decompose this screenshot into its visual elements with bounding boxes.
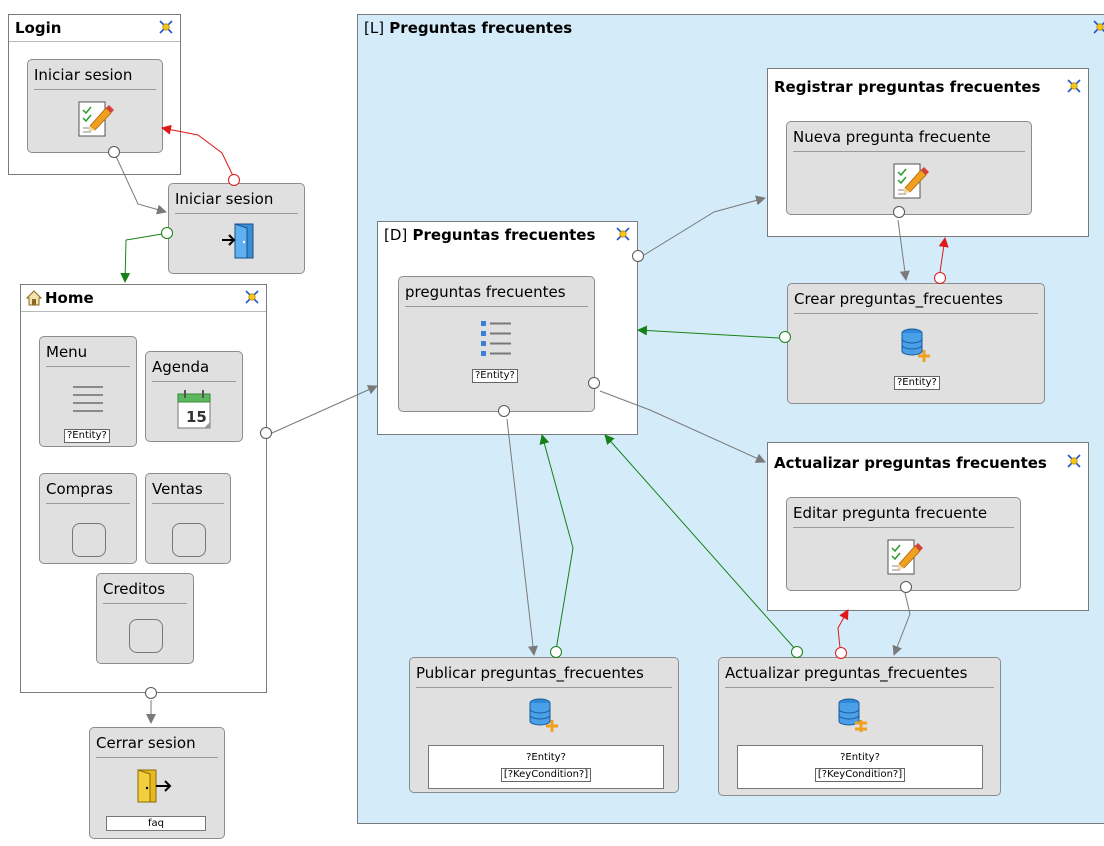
pin-icon bbox=[1066, 453, 1082, 469]
default-page-title-text: Preguntas frecuentes bbox=[412, 226, 596, 244]
calendar-day: 15 bbox=[186, 408, 207, 426]
entry-form-icon bbox=[78, 101, 115, 137]
unit-title: preguntas frecuentes bbox=[405, 283, 588, 307]
generic-unit-icon bbox=[129, 619, 163, 653]
default-page-prefix: [D] bbox=[384, 226, 408, 244]
unit-title: Compras bbox=[46, 480, 130, 504]
unit-title: Editar pregunta frecuente bbox=[793, 504, 1014, 528]
publicar-preguntas-operation[interactable]: Publicar preguntas_frecuentes ?Entity? [… bbox=[409, 657, 679, 793]
link-port bbox=[632, 250, 644, 262]
compras-unit[interactable]: Compras bbox=[39, 473, 137, 564]
unit-title: Agenda bbox=[152, 358, 236, 382]
entity-key-box: ?Entity? [?KeyCondition?] bbox=[737, 745, 983, 789]
link-port bbox=[145, 687, 157, 699]
create-db-icon bbox=[901, 328, 930, 362]
iniciar-sesion-entry-unit[interactable]: Iniciar sesion bbox=[27, 59, 163, 153]
link-port bbox=[893, 206, 905, 218]
unit-title: Iniciar sesion bbox=[34, 66, 156, 90]
ko-port bbox=[934, 272, 946, 284]
link-port bbox=[260, 427, 272, 439]
menu-unit[interactable]: Menu ?Entity? bbox=[39, 336, 137, 447]
index-list-icon bbox=[481, 321, 511, 356]
crear-preguntas-operation[interactable]: Crear preguntas_frecuentes ?Entity? bbox=[787, 283, 1045, 404]
cerrar-sesion-operation[interactable]: Cerrar sesion faq bbox=[89, 727, 225, 839]
operation-title: Cerrar sesion bbox=[96, 734, 218, 758]
unit-title: Creditos bbox=[103, 580, 187, 604]
home-page[interactable]: Home Menu ?Entity? Agenda 15 Compras Ven… bbox=[20, 284, 267, 693]
editar-pregunta-entry-unit[interactable]: Editar pregunta frecuente bbox=[786, 497, 1021, 591]
default-preguntas-page[interactable]: [D] Preguntas frecuentes preguntas frecu… bbox=[377, 221, 638, 435]
registrar-preguntas-page[interactable]: Registrar preguntas frecuentes Nueva pre… bbox=[767, 68, 1089, 237]
ok-link-to-home bbox=[120, 233, 163, 283]
nueva-pregunta-entry-unit[interactable]: Nueva pregunta frecuente bbox=[786, 121, 1032, 215]
pin-icon bbox=[1092, 19, 1104, 35]
login-page[interactable]: Login Iniciar sesion bbox=[8, 14, 181, 175]
login-door-icon bbox=[222, 223, 254, 259]
unit-title: Menu bbox=[46, 343, 130, 367]
creditos-unit[interactable]: Creditos bbox=[96, 573, 194, 664]
link-port bbox=[900, 581, 912, 593]
preguntas-index-unit[interactable]: preguntas frecuentes ?Entity? bbox=[398, 276, 595, 412]
operation-title: Actualizar preguntas_frecuentes bbox=[725, 664, 994, 688]
link-port bbox=[108, 146, 120, 158]
entity-tag: ?Entity? bbox=[894, 376, 940, 390]
key-condition-label: [?KeyCondition?] bbox=[500, 768, 592, 782]
home-page-title: Home bbox=[21, 285, 266, 312]
link-port bbox=[588, 377, 600, 389]
home-icon bbox=[26, 290, 42, 306]
area-title: [L] Preguntas frecuentes bbox=[358, 15, 1104, 41]
iniciar-sesion-operation[interactable]: Iniciar sesion bbox=[168, 183, 305, 274]
actualizar-preguntas-page[interactable]: Actualizar preguntas frecuentes Editar p… bbox=[767, 442, 1089, 611]
ko-port bbox=[835, 647, 847, 659]
entity-label: ?Entity? bbox=[840, 752, 880, 763]
ventas-unit[interactable]: Ventas bbox=[145, 473, 231, 564]
area-title-text: Preguntas frecuentes bbox=[389, 19, 573, 37]
pin-icon bbox=[615, 226, 631, 242]
entity-tag: ?Entity? bbox=[472, 369, 518, 383]
agenda-unit[interactable]: Agenda 15 bbox=[145, 351, 243, 442]
registrar-page-title: Registrar preguntas frecuentes bbox=[774, 78, 1041, 96]
calendar-icon: 15 bbox=[177, 390, 211, 429]
logout-door-icon bbox=[137, 769, 172, 803]
key-condition-label: [?KeyCondition?] bbox=[814, 768, 906, 782]
pin-icon bbox=[1066, 78, 1082, 94]
ok-port bbox=[779, 331, 791, 343]
login-page-title: Login bbox=[9, 15, 180, 42]
entity-key-box: ?Entity? [?KeyCondition?] bbox=[428, 745, 664, 789]
area-prefix: [L] bbox=[364, 19, 385, 37]
entity-label: ?Entity? bbox=[526, 752, 566, 763]
ok-port bbox=[791, 646, 803, 658]
operation-title: Iniciar sesion bbox=[175, 190, 298, 214]
modify-db-icon bbox=[838, 698, 867, 732]
unit-title: Ventas bbox=[152, 480, 224, 504]
faq-field: faq bbox=[106, 816, 206, 831]
ok-port bbox=[161, 227, 173, 239]
ok-port bbox=[550, 646, 562, 658]
create-db-icon bbox=[529, 698, 558, 732]
default-page-title: [D] Preguntas frecuentes bbox=[378, 222, 637, 248]
pin-icon bbox=[244, 289, 260, 305]
actualizar-preguntas-operation[interactable]: Actualizar preguntas_frecuentes ?Entity?… bbox=[718, 657, 1001, 796]
entry-form-icon bbox=[887, 539, 924, 575]
unit-title: Nueva pregunta frecuente bbox=[793, 128, 1025, 152]
generic-unit-icon bbox=[72, 523, 106, 557]
generic-unit-icon bbox=[172, 523, 206, 557]
entity-tag: ?Entity? bbox=[64, 429, 110, 443]
entry-form-icon bbox=[893, 163, 930, 199]
link-port bbox=[498, 405, 510, 417]
menu-lines-icon bbox=[73, 386, 103, 412]
ko-port bbox=[228, 174, 240, 186]
operation-title: Crear preguntas_frecuentes bbox=[794, 290, 1038, 314]
pin-icon bbox=[158, 19, 174, 35]
operation-title: Publicar preguntas_frecuentes bbox=[416, 664, 672, 688]
actualizar-page-title: Actualizar preguntas frecuentes bbox=[774, 454, 1047, 472]
